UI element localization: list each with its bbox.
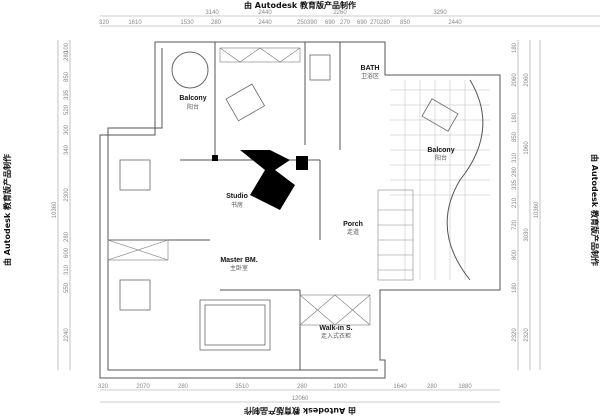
dim-left: 310 <box>64 264 70 275</box>
dim-left: 2240 <box>64 328 70 342</box>
dim-top-inner: 270 <box>340 20 351 26</box>
right-dimensions: 180 2060 180 850 310 280 335 210 720 800… <box>512 42 540 341</box>
room-labels: Balcony 阳台 BATH 卫浴区 Studio 书房 Balcony 阳台… <box>179 65 454 340</box>
dim-top-outer: 2260 <box>333 10 347 16</box>
dim-right-total: 10360 <box>534 201 540 218</box>
dim-right: 800 <box>512 249 518 260</box>
studio-rug <box>240 150 295 210</box>
room-label: Porch <box>343 221 363 228</box>
dim-right-mid: 2320 <box>524 328 530 342</box>
dim-bottom-inner: 280 <box>178 384 189 390</box>
dim-left: 2300 <box>64 188 70 202</box>
dim-top-outer: 2440 <box>258 10 272 16</box>
room-label-cn: 走道 <box>347 228 359 236</box>
dim-right: 335 <box>512 179 518 190</box>
watermark-right: 由 Autodesk 教育版产品制作 <box>590 154 600 266</box>
dimension-lines <box>57 15 600 403</box>
room-label: Balcony <box>427 147 454 154</box>
dim-left-total: 10360 <box>52 201 58 218</box>
column-block <box>296 156 308 170</box>
dim-right-mid: 1960 <box>524 141 530 155</box>
dim-top-inner: 280 <box>380 20 391 26</box>
room-label: Balcony <box>179 95 206 102</box>
dim-top-inner: 850 <box>400 20 411 26</box>
left-dimensions: 100 280 850 335 520 300 340 2300 280 600… <box>52 42 70 341</box>
dim-bottom-inner: 280 <box>427 384 438 390</box>
dim-right: 2320 <box>512 328 518 342</box>
balcony-tiles <box>390 80 490 280</box>
dim-right: 180 <box>512 112 518 123</box>
room-label: Studio <box>226 193 248 200</box>
dim-top-inner: 320 <box>99 20 110 26</box>
dim-left: 850 <box>64 71 70 82</box>
dim-right: 280 <box>512 166 518 177</box>
room-label-cn: 阳台 <box>435 154 447 162</box>
dim-top-inner: 1610 <box>128 20 142 26</box>
dim-right-mid: 3030 <box>524 228 530 242</box>
dim-top-inner: 390 <box>307 20 318 26</box>
dim-top-inner: 690 <box>357 20 368 26</box>
wardrobes <box>107 47 371 326</box>
dim-top-inner: 1530 <box>180 20 194 26</box>
dim-right: 2060 <box>512 73 518 87</box>
dim-bottom-inner: 320 <box>98 384 109 390</box>
room-label: BATH <box>361 65 380 72</box>
dim-right-mid: 2060 <box>524 73 530 87</box>
dim-bottom-inner: 1640 <box>393 384 407 390</box>
dim-top-inner: 280 <box>211 20 222 26</box>
dim-left: 600 <box>64 247 70 258</box>
room-label-cn: 卫浴区 <box>361 72 379 80</box>
column-block <box>212 155 218 161</box>
room-label: Master BM. <box>220 257 257 264</box>
dim-left: 300 <box>64 124 70 135</box>
walls <box>99 41 501 379</box>
watermark-top: 由 Autodesk 教育版产品制作 <box>244 0 356 10</box>
watermark-bottom: 由 Autodesk 教育版产品制作 <box>244 406 356 416</box>
dim-right: 180 <box>512 42 518 53</box>
room-label: Walk-in S. <box>319 325 352 332</box>
dim-right: 180 <box>512 282 518 293</box>
dim-bottom-inner: 280 <box>297 384 308 390</box>
plant-icon <box>171 51 209 89</box>
dim-bottom-total: 12060 <box>292 396 309 402</box>
dim-right: 210 <box>512 197 518 208</box>
watermark-left: 由 Autodesk 教育版产品制作 <box>2 154 12 266</box>
furniture <box>119 54 459 351</box>
dim-left: 280 <box>64 231 70 242</box>
dim-bottom-inner: 1900 <box>333 384 347 390</box>
dim-left: 340 <box>64 144 70 155</box>
bottom-dimensions: 320 2070 280 3510 280 1900 1640 280 1880… <box>98 384 472 402</box>
room-label-cn: 阳台 <box>187 103 199 111</box>
top-dimensions: 3140 2440 2260 3290 320 1610 1530 280 24… <box>99 10 462 26</box>
dim-top-inner: 270 <box>370 20 381 26</box>
dim-right: 850 <box>512 131 518 142</box>
dim-top-inner: 2440 <box>448 20 462 26</box>
dim-left: 280 <box>64 50 70 61</box>
dim-top-inner: 250 <box>297 20 308 26</box>
dim-bottom-inner: 3510 <box>235 384 249 390</box>
dim-top-outer: 3290 <box>433 10 447 16</box>
dim-bottom-inner: 2070 <box>136 384 150 390</box>
dim-right: 310 <box>512 152 518 163</box>
dim-left: 100 <box>64 42 70 53</box>
dim-bottom-inner: 1880 <box>458 384 472 390</box>
room-label-cn: 主卧室 <box>230 264 248 272</box>
dim-top-inner: 690 <box>325 20 336 26</box>
dim-left: 550 <box>64 282 70 293</box>
room-label-cn: 书房 <box>231 201 243 209</box>
stairs <box>377 189 414 281</box>
dim-top-outer: 3140 <box>205 10 219 16</box>
room-label-cn: 走入式衣柜 <box>321 332 351 340</box>
dim-top-inner: 2440 <box>258 20 272 26</box>
balcony-curve <box>446 79 484 281</box>
dim-left: 335 <box>64 89 70 100</box>
dim-right: 720 <box>512 219 518 230</box>
dim-left: 520 <box>64 104 70 115</box>
